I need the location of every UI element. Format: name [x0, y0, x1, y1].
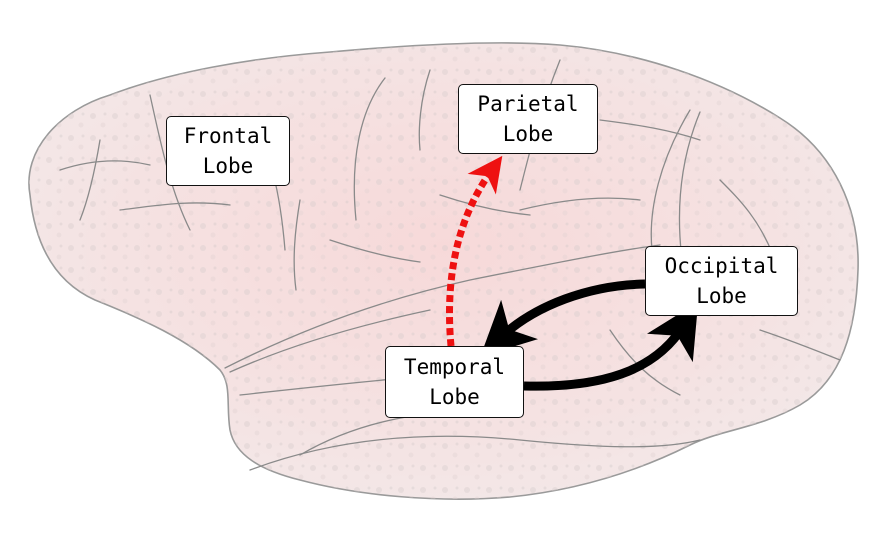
frontal-lobe-label: Frontal Lobe	[166, 116, 290, 186]
arrow-temporal-to-parietal	[446, 155, 503, 347]
temporal-lobe-label: Temporal Lobe	[385, 346, 524, 418]
occipital-lobe-label: Occipital Lobe	[645, 246, 798, 316]
occipital-lobe-line2: Lobe	[696, 284, 747, 308]
parietal-lobe-line1: Parietal	[477, 92, 579, 116]
temporal-lobe-line2: Lobe	[429, 385, 480, 409]
parietal-lobe-line2: Lobe	[502, 122, 554, 146]
arrow-occipital-to-temporal	[480, 279, 646, 357]
frontal-lobe-line2: Lobe	[202, 154, 254, 178]
parietal-lobe-label: Parietal Lobe	[458, 84, 598, 154]
arrow-temporal-to-occipital	[523, 302, 699, 391]
temporal-lobe-line1: Temporal	[403, 355, 506, 379]
frontal-lobe-line1: Frontal	[183, 124, 273, 148]
occipital-lobe-line1: Occipital	[664, 254, 779, 278]
